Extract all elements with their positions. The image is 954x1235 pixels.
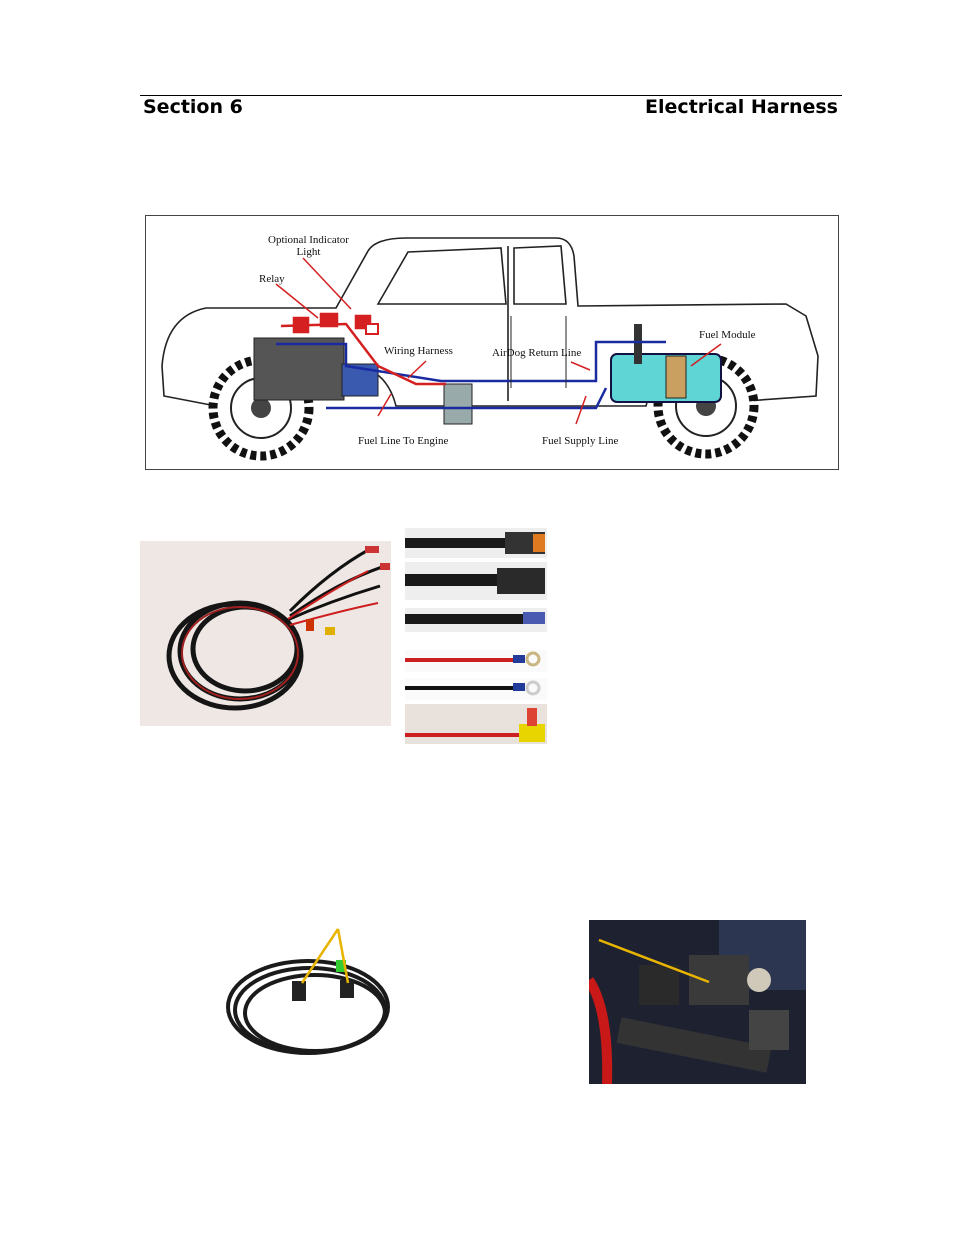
connector-5: [405, 678, 547, 700]
engine-block: [253, 337, 345, 401]
connector-4: [405, 650, 547, 672]
airdog-pump: [443, 383, 473, 425]
header-rule: [140, 95, 842, 96]
label-indicator-light: Optional Indicator Light: [268, 234, 349, 258]
label-wiring-harness: Wiring Harness: [384, 345, 453, 357]
label-indicator-line1: Optional Indicator: [268, 234, 349, 246]
engine-bay-photo: [589, 920, 806, 1084]
label-relay: Relay: [259, 273, 285, 285]
connector-strip: [405, 528, 549, 744]
connector-1: [405, 528, 547, 558]
connector-2: [405, 562, 547, 600]
return-line: [276, 340, 666, 383]
label-indicator-line2: Light: [296, 246, 321, 258]
braided-harness-svg: [226, 928, 390, 1055]
harness-photo: [140, 541, 391, 726]
label-fuel-supply: Fuel Supply Line: [542, 435, 619, 447]
engine-bay-svg: [589, 920, 806, 1084]
braided-harness-photo: [220, 925, 410, 1075]
label-fuel-line-engine: Fuel Line To Engine: [358, 435, 449, 447]
label-return-line: AirDog Return Line: [492, 347, 582, 359]
truck-diagram-svg: [161, 237, 819, 461]
connector-6: [405, 704, 547, 744]
label-fuel-module: Fuel Module: [699, 329, 756, 341]
section-title: Electrical Harness: [645, 96, 838, 118]
rear-window: [513, 245, 567, 305]
harness-coil-svg: [166, 546, 390, 711]
supply-line: [326, 387, 608, 410]
connector-3: [405, 608, 547, 632]
section-number: Section 6: [143, 96, 243, 118]
cab-window: [376, 247, 507, 305]
truck-diagram: Optional Indicator Light Relay Fuel Modu…: [145, 215, 839, 470]
connector-strip-svg: [405, 528, 549, 744]
